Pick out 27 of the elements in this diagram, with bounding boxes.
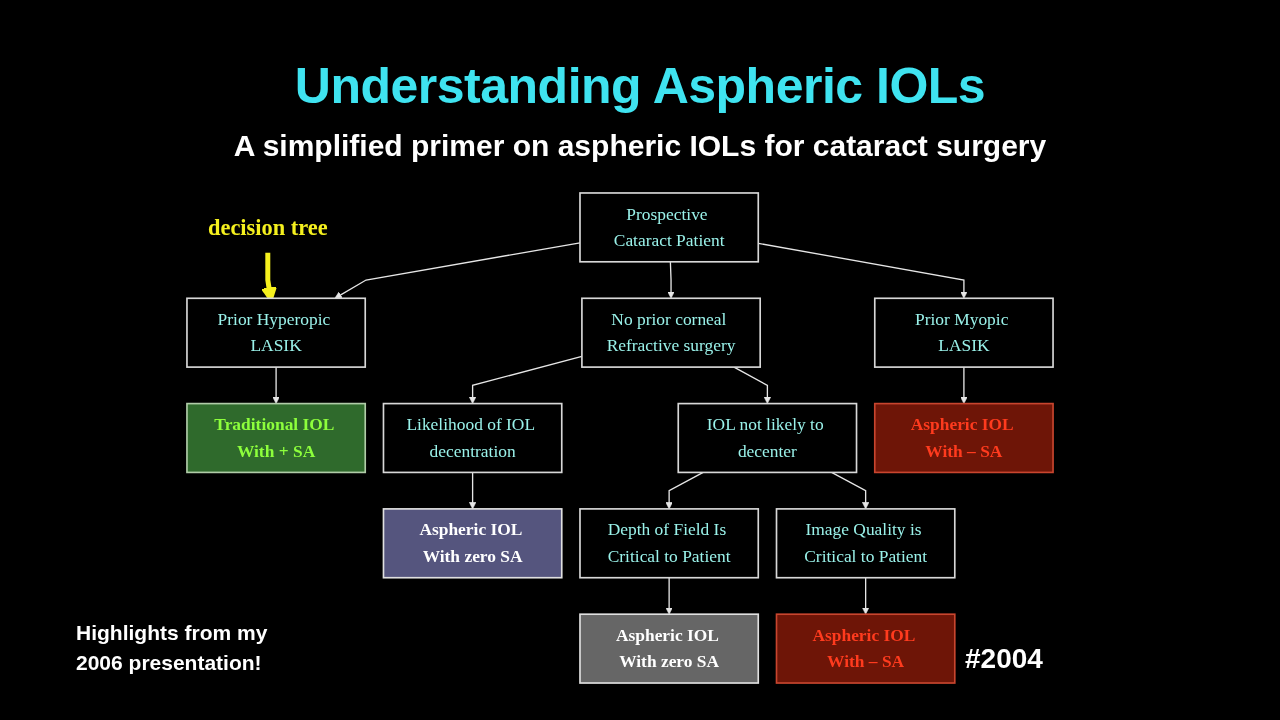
arrow (960, 366, 968, 404)
arrow (665, 577, 673, 615)
node-box: Likelihood of IOL decentration (382, 402, 563, 474)
node-box: IOL not likely to decenter (677, 402, 858, 474)
node-box: Traditional IOL With + SA (186, 402, 367, 474)
arrow (272, 366, 280, 404)
arrow (468, 471, 477, 510)
slide-title: Understanding Aspheric IOLs (294, 58, 986, 116)
node-box: No prior corneal Refractive surgery (581, 297, 761, 368)
arrow (862, 577, 870, 615)
arrow (667, 261, 675, 299)
subtitle: A simplified primer on aspheric IOLs for cataract surgery (233, 128, 1047, 164)
node-box: Prior Myopic LASIK (873, 297, 1054, 368)
node-text: decision tree (208, 214, 328, 240)
node-box: Image Quality is Critical to Patient (775, 508, 956, 579)
node-box: Aspheric IOL With zero SA (382, 508, 563, 579)
node-box: Depth of Field Is Critical to Patient (579, 508, 760, 579)
node-box: Aspheric IOL With zero SA (579, 613, 760, 684)
node-box: Aspheric IOL With – SA (775, 613, 956, 684)
arrow (733, 366, 772, 404)
arrow (830, 471, 870, 510)
arrow (665, 471, 704, 510)
episode-number: #2004 (965, 642, 1043, 676)
node-box: Prior Hyperopic LASIK (186, 297, 367, 368)
node-box: Prospective Cataract Patient (579, 192, 760, 263)
note-text: Highlights from my 2006 presentation! (76, 620, 269, 677)
node-box: Aspheric IOL With – SA (873, 402, 1054, 474)
